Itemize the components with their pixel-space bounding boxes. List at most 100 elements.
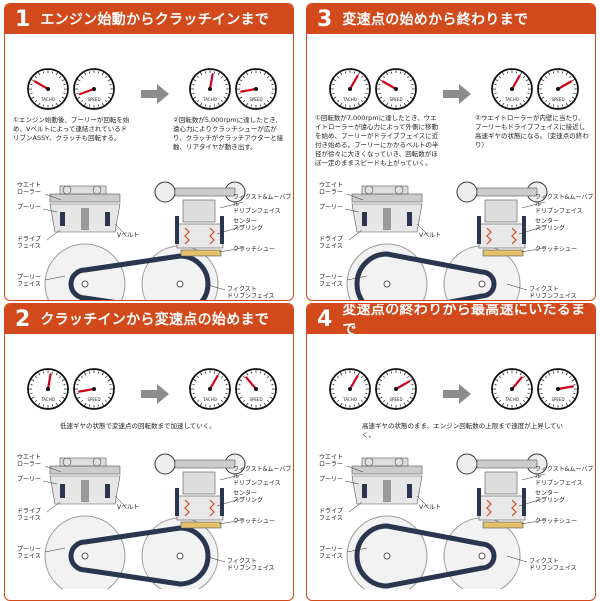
label-pulley-face: プーリーフェイス	[17, 546, 42, 560]
panel-step-1: 1 エンジン始動からクラッチインまで TACHO SPEED TACHO	[4, 3, 294, 301]
gauge-needle	[46, 373, 52, 391]
cvt-mechanism-diagram	[42, 181, 246, 300]
gauge-label: TACHO	[202, 397, 217, 402]
gauge-needle	[510, 74, 521, 91]
mechanism-area: ウエイトローラー プーリー ドライブフェイス Vベルト プーリーフェイス フィク…	[5, 444, 293, 597]
tacho-gauge-icon: TACHO	[329, 68, 371, 110]
panel-body: TACHO SPEED TACHO SPEED ①エンジン始動後、プーリーが回転…	[5, 34, 293, 300]
gauge-needle	[556, 80, 573, 91]
speed-gauge-icon: SPEED	[375, 68, 417, 110]
label-pulley: プーリー	[17, 204, 42, 211]
label-v-belt: Vベルト	[117, 504, 140, 511]
gauge-label: TACHO	[342, 397, 357, 402]
step-note-right: ②回転数が5,000rpmに達したとき、遠心力によりクラッチシューが広がり、クラ…	[173, 116, 284, 151]
label-weight-roller: ウエイトローラー	[319, 182, 344, 196]
label-center-spring: センタースプリング	[535, 218, 566, 232]
label-clutch-shoe: クラッチシュー	[535, 246, 578, 253]
step-note-left: ①回転数が7,000rpmに達したとき、ウエイトローラーが遠心力によって外側に移…	[315, 114, 439, 167]
gauge-label: TACHO	[202, 97, 217, 102]
cvt-mechanism-diagram	[344, 453, 548, 597]
mechanism-area: ウエイトローラー プーリー ドライブフェイス Vベルト プーリーフェイス フィク…	[307, 172, 595, 300]
gauges-before: TACHO SPEED	[329, 68, 417, 110]
v-belt-loop	[354, 251, 497, 300]
gauge-needle	[240, 87, 258, 93]
step-description: 高速ギヤの状態のまま、エンジン回転数の上限まで速度が上昇していく。	[362, 422, 564, 439]
panel-body: TACHO SPEED TACHO SPEED 高速ギヤの状態のまま、エンジン回…	[307, 334, 595, 600]
cvt-mechanism-diagram	[344, 181, 548, 300]
panel-body: TACHO SPEED TACHO SPEED ①回転数が7,000rpmに達し…	[307, 34, 595, 300]
v-belt-loop	[68, 253, 211, 300]
tacho-gauge-icon: TACHO	[27, 68, 69, 110]
label-center-spring: センタースプリング	[233, 490, 264, 504]
gauge-needle	[348, 374, 359, 391]
label-weight-roller: ウエイトローラー	[319, 454, 344, 468]
label-clutch-shoe: クラッチシュー	[233, 246, 276, 253]
speed-gauge-icon: SPEED	[73, 368, 115, 410]
panel-header: 1 エンジン始動からクラッチインまで	[5, 4, 293, 34]
right-arrow-icon	[443, 384, 471, 404]
panel-step-3: 3 変速点の始めから終わりまで TACHO SPEED TACHO	[306, 3, 596, 301]
label-fixed-driven-face: フィクストドリブンフェイス	[529, 286, 577, 300]
speed-gauge-icon: SPEED	[537, 68, 579, 110]
gauges-before: TACHO SPEED	[27, 368, 115, 410]
gauge-label: TACHO	[342, 97, 357, 102]
label-v-belt: Vベルト	[419, 504, 442, 511]
gauges-after: TACHO SPEED	[189, 368, 277, 410]
label-pulley: プーリー	[319, 476, 344, 483]
tacho-gauge-icon: TACHO	[491, 68, 533, 110]
gauge-needle	[394, 380, 411, 391]
gauge-label: TACHO	[504, 97, 519, 102]
gauge-needle	[208, 374, 219, 391]
gauge-label: SPEED	[551, 397, 564, 402]
gauge-needle	[381, 80, 398, 91]
gauges-after: TACHO SPEED	[491, 368, 579, 410]
label-fixed-driven-face: フィクストドリブンフェイス	[227, 558, 275, 572]
gauge-label: SPEED	[389, 397, 402, 402]
step-description: 低速ギヤの状態で変速点の回転数まで加速していく。	[60, 422, 216, 430]
label-center-spring: センタースプリング	[233, 218, 264, 232]
step-number: 4	[317, 306, 333, 332]
label-pulley: プーリー	[17, 476, 42, 483]
label-weight-roller: ウエイトローラー	[17, 454, 42, 468]
label-pulley: プーリー	[319, 204, 344, 211]
mechanism-area: ウエイトローラー プーリー ドライブフェイス Vベルト プーリーフェイス フィク…	[5, 172, 293, 300]
speed-gauge-icon: SPEED	[73, 68, 115, 110]
step-number: 3	[317, 6, 333, 32]
label-clutch-shoe: クラッチシュー	[535, 518, 578, 525]
speed-gauge-icon: SPEED	[235, 368, 277, 410]
tacho-gauge-icon: TACHO	[189, 368, 231, 410]
gauge-label: SPEED	[87, 97, 100, 102]
gauges-before: TACHO SPEED	[27, 68, 115, 110]
gauge-label: TACHO	[504, 397, 519, 402]
right-arrow-icon	[141, 84, 169, 104]
speed-gauge-icon: SPEED	[235, 68, 277, 110]
label-clutch-shoe: クラッチシュー	[233, 518, 276, 525]
gauges-after: TACHO SPEED	[189, 68, 277, 110]
step-number: 2	[15, 306, 31, 332]
cvt-mechanism-diagram	[42, 453, 246, 597]
gauges-before: TACHO SPEED	[329, 368, 417, 410]
label-fixed-movable-driven-face: フィクスト&ムーバブルドリブンフェイス	[233, 466, 292, 487]
tacho-gauge-icon: TACHO	[329, 368, 371, 410]
gauge-needle	[510, 376, 523, 391]
panel-header: 3 変速点の始めから終わりまで	[307, 4, 595, 34]
v-belt-loop	[68, 525, 211, 587]
gauge-needle	[78, 87, 96, 96]
gauge-label: SPEED	[87, 397, 100, 402]
panel-step-4: 4 変速点の終わりから最高速にいたるまで TACHO SPEED TACHO	[306, 303, 596, 601]
label-drive-face: ドライブフェイス	[17, 508, 42, 522]
panel-step-2: 2 クラッチインから変速点の始めまで TACHO SPEED TACHO	[4, 303, 294, 601]
label-v-belt: Vベルト	[419, 232, 442, 239]
label-fixed-movable-driven-face: フィクスト&ムーバブルドリブンフェイス	[535, 466, 594, 487]
speed-gauge-icon: SPEED	[537, 368, 579, 410]
step-number: 1	[15, 6, 31, 32]
label-pulley-face: プーリーフェイス	[319, 546, 344, 560]
v-belt-loop	[354, 523, 497, 589]
gauge-needle	[245, 376, 258, 391]
gauge-needle	[348, 74, 359, 91]
gauge-needle	[208, 73, 214, 91]
label-drive-face: ドライブフェイス	[319, 508, 344, 522]
step-title: 変速点の終わりから最高速にいたるまで	[342, 303, 586, 338]
tacho-gauge-icon: TACHO	[189, 68, 231, 110]
label-weight-roller: ウエイトローラー	[17, 182, 42, 196]
